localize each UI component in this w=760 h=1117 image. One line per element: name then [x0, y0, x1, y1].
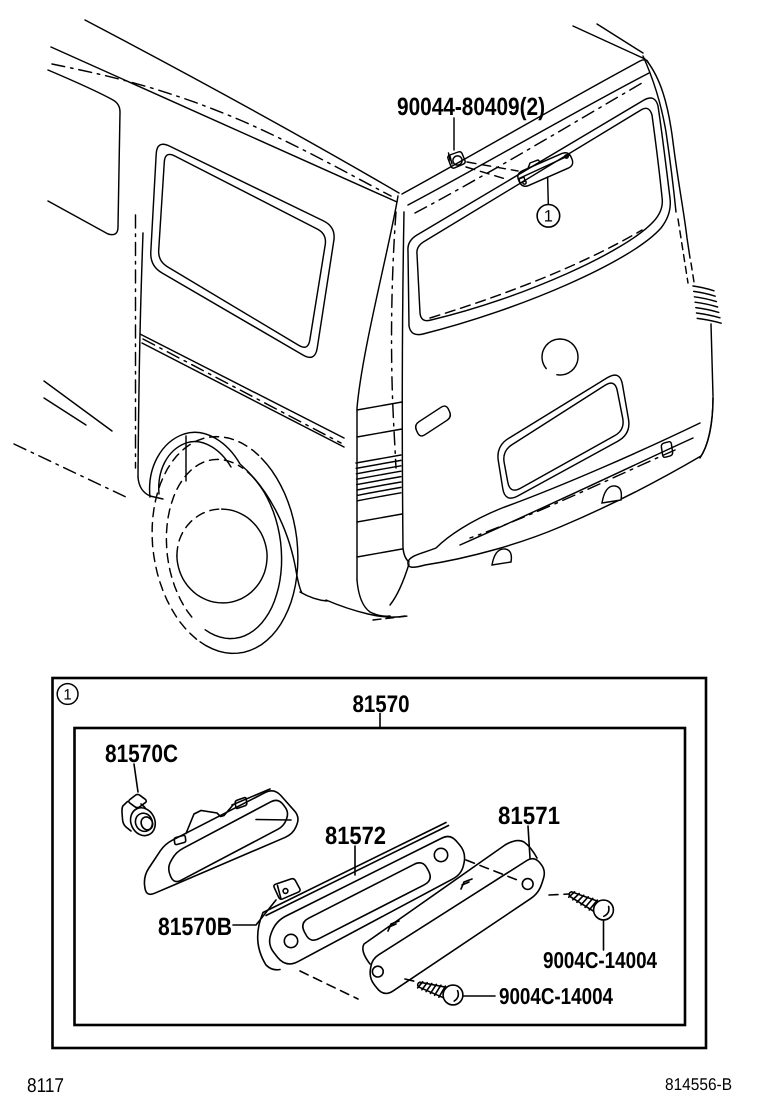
svg-text:81572: 81572	[325, 822, 386, 850]
svg-text:1: 1	[63, 687, 71, 704]
svg-text:9004C-14004: 9004C-14004	[543, 947, 657, 973]
svg-text:9004C-14004: 9004C-14004	[499, 983, 613, 1009]
svg-text:81570: 81570	[353, 691, 410, 718]
svg-text:814556-B: 814556-B	[665, 1075, 732, 1094]
svg-text:81570B: 81570B	[158, 913, 232, 941]
svg-text:81570C: 81570C	[105, 740, 178, 768]
svg-text:81571: 81571	[498, 802, 560, 830]
svg-text:8117: 8117	[27, 1075, 64, 1097]
svg-text:90044-80409(2): 90044-80409(2)	[397, 93, 545, 121]
svg-text:1: 1	[544, 208, 553, 226]
